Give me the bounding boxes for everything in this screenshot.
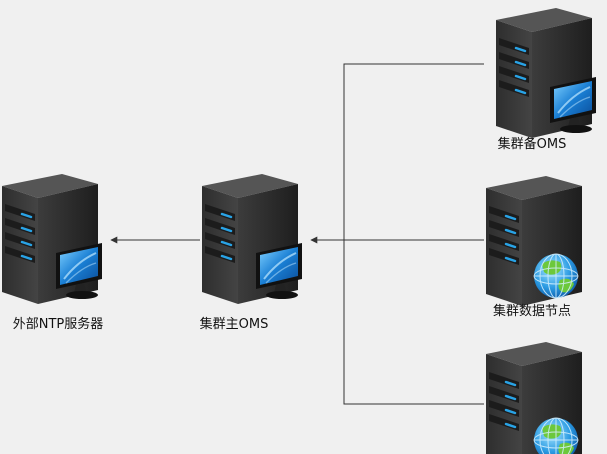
server-with-globe-icon bbox=[484, 340, 584, 454]
data-node-server bbox=[484, 174, 584, 308]
bus-line bbox=[343, 63, 484, 405]
server-with-monitor-icon bbox=[200, 172, 303, 306]
standby-oms-label: 集群备OMS bbox=[497, 137, 567, 152]
master-oms-label: 集群主OMS bbox=[199, 317, 269, 332]
server-with-globe-icon bbox=[484, 174, 584, 308]
external-ntp-server bbox=[0, 172, 103, 306]
master-oms-server bbox=[200, 172, 303, 306]
server-with-monitor-icon bbox=[494, 6, 597, 140]
data-node-label: 集群数据节点 bbox=[492, 304, 572, 319]
external-ntp-label: 外部NTP服务器 bbox=[12, 317, 104, 332]
connectors bbox=[110, 63, 484, 405]
standby-oms-server bbox=[494, 6, 597, 140]
server-with-monitor-icon bbox=[0, 172, 103, 306]
data-node-server-2 bbox=[484, 340, 584, 454]
